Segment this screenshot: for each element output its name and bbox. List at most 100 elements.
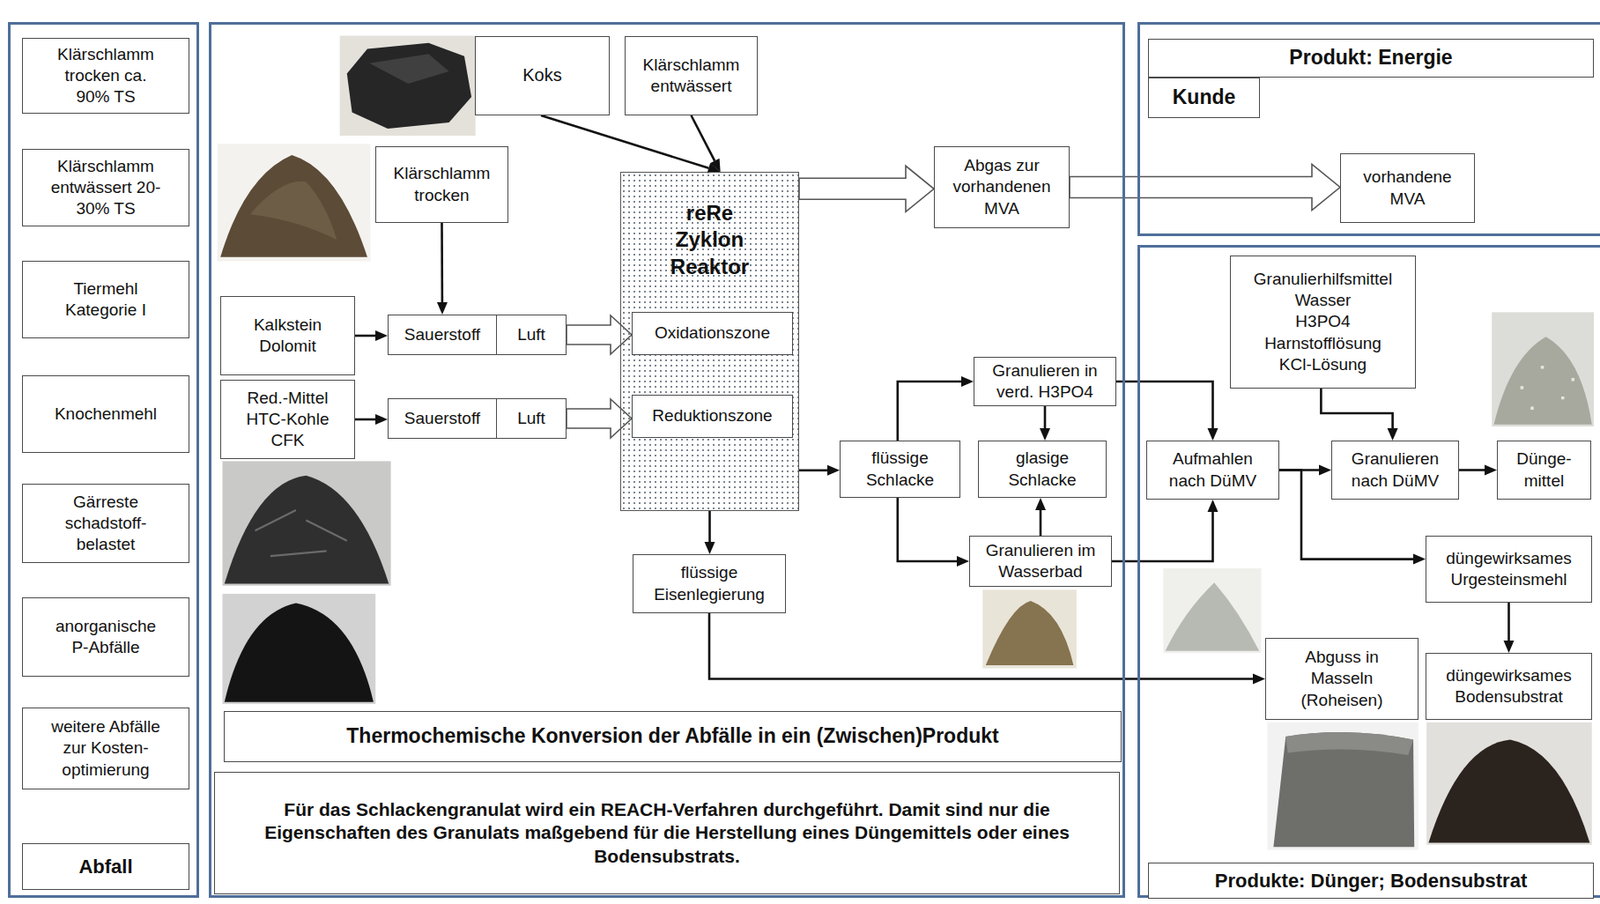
- arrow-head: [1207, 428, 1219, 441]
- flow-arrow: [709, 613, 1266, 685]
- panel-heading: Thermochemische Konversion der Abfälle i…: [346, 723, 999, 749]
- connector-line: [1039, 510, 1043, 536]
- heading-box: Kunde: [1148, 77, 1260, 119]
- box-label: düngewirksames Urgesteinsmehl: [1438, 548, 1580, 591]
- box-label: Reduktionszone: [651, 405, 772, 427]
- connector-line: [1044, 406, 1047, 429]
- box-label: Granulieren nach DüMV: [1346, 448, 1445, 491]
- box-label: Granulierhilfsmittel Wasser H3PO4 Harnst…: [1244, 268, 1403, 376]
- flow-arrow: [1503, 602, 1515, 653]
- process-box: weitere Abfälle zur Kosten-optimierung: [22, 707, 190, 790]
- coke-face: [369, 53, 449, 84]
- box-label: Abgas zur vorhandenen MVA: [949, 155, 1054, 219]
- flow-arrow: [704, 511, 716, 555]
- box-label: Dünge-mittel: [1509, 448, 1580, 491]
- process-box: Granulieren nach DüMV: [1331, 440, 1460, 500]
- htc-coal-photo: [222, 460, 391, 586]
- flow-arrow: [1116, 381, 1219, 441]
- arrow-head: [827, 465, 840, 476]
- reactor-box: reRe Zyklon ReaktorOxidationszoneRedukti…: [620, 171, 800, 512]
- pig-iron-photo: [1266, 722, 1418, 851]
- connector-line: [1116, 381, 1214, 429]
- heading-box: Für das Schlackengranulat wird ein REACH…: [214, 771, 1120, 895]
- product-panel: Produkte: Dünger; Bodensubstrat Granulier…: [1137, 244, 1600, 898]
- photo-ground: [340, 36, 476, 136]
- fertilizer-photo: [1491, 311, 1594, 427]
- waste-panel: AbfallKlärschlamm trocken ca. 90% TSKlär…: [7, 22, 200, 898]
- box-label: Sauerstoff: [404, 407, 481, 430]
- flow-arrow: [1035, 497, 1046, 536]
- process-box: Aufmahlen nach DüMV: [1146, 440, 1280, 500]
- flow-arrow: [355, 414, 388, 425]
- process-box: flüssige Eisenlegierung: [632, 554, 786, 614]
- gas-cell: Luft: [496, 398, 567, 439]
- box-label: Klärschlamm trocken: [386, 162, 497, 206]
- flow-arrow: [691, 115, 721, 172]
- box-label: Oxidationszone: [654, 322, 771, 344]
- heading-box: Produkt: Energie: [1148, 38, 1594, 78]
- flow-arrow: [799, 465, 840, 476]
- box-label: Aufmahlen nach DüMV: [1163, 448, 1263, 491]
- heading-box: Produkte: Dünger; Bodensubstrat: [1148, 862, 1594, 899]
- hollow-arrow: [799, 165, 934, 212]
- connector-line: [540, 115, 709, 169]
- box-label: Luft: [517, 407, 546, 430]
- arrow-head: [1039, 428, 1051, 441]
- flow-arrow: [1459, 465, 1497, 476]
- photo-ground: [222, 593, 376, 704]
- coal-pile: [224, 475, 389, 585]
- process-box: flüssige Schlacke: [839, 440, 961, 498]
- soil-pile: [1428, 740, 1590, 844]
- arrow-head: [1484, 465, 1497, 476]
- powder-pile: [1165, 582, 1260, 652]
- powder-photo: [1162, 568, 1261, 653]
- process-box: glasige Schlacke: [977, 440, 1107, 498]
- fertilizer-pile: [1494, 336, 1593, 425]
- process-box: Red.-Mittel HTC-Kohle CFK: [220, 379, 356, 460]
- arrow-head: [1035, 497, 1046, 511]
- process-box: Abgas zur vorhandenen MVA: [933, 146, 1070, 229]
- connector-line: [708, 511, 712, 542]
- box-label: Knochenmehl: [54, 403, 157, 425]
- granulate-pile: [985, 600, 1075, 666]
- flow-arrow: [897, 497, 970, 567]
- process-box: Granulierhilfsmittel Wasser H3PO4 Harnst…: [1229, 255, 1416, 389]
- box-label: Abguss in Masseln (Roheisen): [1296, 646, 1389, 711]
- flow-arrow: [1039, 406, 1051, 441]
- photo-ground: [222, 460, 391, 586]
- arrow-head: [1413, 554, 1426, 565]
- process-box: Kalkstein Dolomit: [220, 296, 356, 376]
- box-label: Red.-Mittel HTC-Kohle CFK: [239, 387, 337, 452]
- coal-fibres: [255, 510, 348, 556]
- heading-box: Abfall: [22, 843, 190, 890]
- sludge-photo: [217, 143, 371, 261]
- box-label: glasige Schlacke: [993, 447, 1091, 490]
- zone-box: Reduktionszone: [631, 394, 793, 438]
- box-label: düngewirksames Bodensubstrat: [1438, 665, 1580, 708]
- box-label: vorhandene MVA: [1355, 166, 1460, 209]
- flow-arrow: [897, 376, 974, 441]
- process-box: Klärschlamm entwässert 20-30% TS: [22, 148, 190, 227]
- connector-line: [1459, 468, 1485, 472]
- panel-heading: Abfall: [78, 854, 133, 880]
- conversion-panel: Thermochemische Konversion der Abfälle i…: [208, 22, 1126, 898]
- process-box: Granulieren in verd. H3PO4: [973, 356, 1117, 407]
- hollow-arrow: [1069, 164, 1341, 211]
- box-label: Granulieren im Wasserbad: [982, 540, 1099, 583]
- fertilizer-grains: [1520, 367, 1575, 408]
- granular-coal-photo: [222, 593, 376, 704]
- arrow-head: [375, 414, 388, 425]
- process-box: Dünge-mittel: [1496, 440, 1592, 500]
- connector-line: [355, 418, 376, 422]
- sludge-highlight: [250, 181, 337, 240]
- arrow-head: [710, 158, 721, 172]
- panel-heading: Für das Schlackengranulat wird ein REACH…: [222, 798, 1112, 869]
- granular-pile: [224, 602, 374, 702]
- connector-line: [440, 222, 444, 303]
- pig-iron-block: [1273, 732, 1415, 847]
- process-box: Klärschlamm trocken: [375, 146, 509, 223]
- box-label: Granulieren in verd. H3PO4: [987, 360, 1103, 403]
- process-box: Granulieren im Wasserbad: [969, 535, 1112, 587]
- box-label: Tiermehl Kategorie I: [51, 278, 162, 321]
- arrow-head: [375, 330, 388, 341]
